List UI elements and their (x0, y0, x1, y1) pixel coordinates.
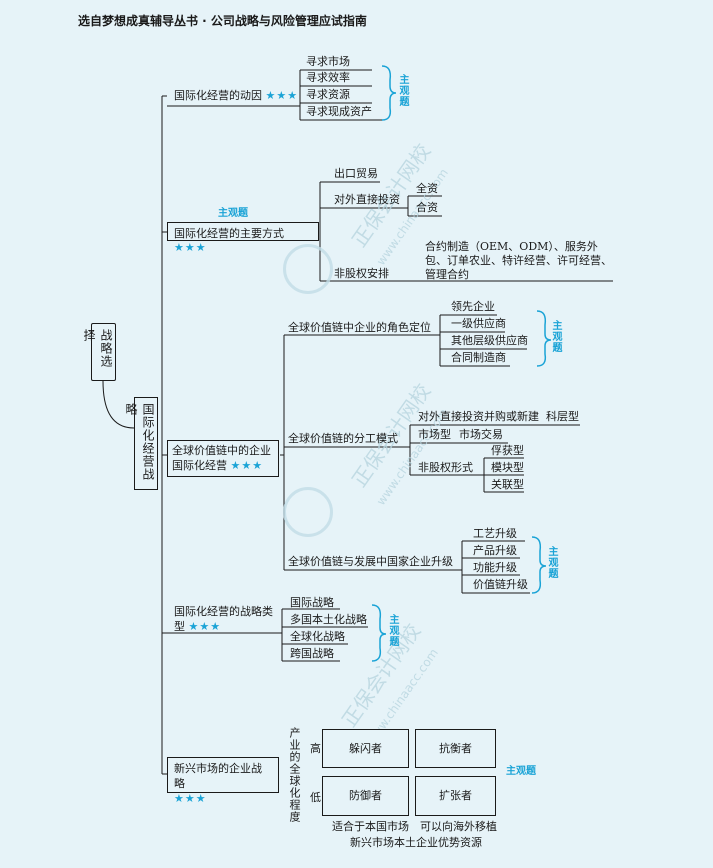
axis-high: 高 (310, 742, 321, 755)
axis-left-label: 适合于本国市场 (332, 820, 409, 833)
upgrade-item: 产品升级 (473, 544, 517, 557)
axis-label-vertical: 产业的全球化程度 (288, 727, 301, 823)
matrix-cell: 躲闪者 (322, 729, 409, 768)
role-item: 合同制造商 (451, 351, 506, 364)
motives-title: 国际化经营的动因 ★★★ (174, 89, 299, 102)
watermark-logo (283, 244, 333, 294)
type-item: 多国本土化战略 (290, 613, 367, 626)
role-item: 一级供应商 (451, 317, 506, 330)
gvc-upgrade: 全球价值链与发展中国家企业升级 (288, 555, 453, 568)
gvc-title: 全球价值链中的企业 国际化经营 ★★★ (167, 440, 279, 477)
mode-nonequity: 非股权安排 (334, 267, 389, 280)
axis-low: 低 (310, 791, 321, 804)
nonequity-desc: 合约制造（OEM、ODM）、服务外包、订单农业、特许经营、许可经营、管理合约 (425, 240, 612, 281)
type-item: 全球化战略 (290, 630, 345, 643)
matrix-cell: 抗衡者 (415, 729, 496, 768)
fdi-item: 全资 (416, 182, 438, 195)
page-header: 选自梦想成真辅导丛书 · 公司战略与风险管理应试指南 (78, 14, 367, 28)
motive-item: 寻求效率 (306, 71, 350, 84)
key-label: 主观题 (397, 74, 408, 107)
motive-item: 寻求现成资产 (306, 105, 372, 118)
modes-title: 国际化经营的主要方式 ★★★ (167, 222, 319, 254)
key-label: 主观题 (546, 546, 557, 579)
upgrade-item: 价值链升级 (473, 578, 528, 591)
nonequity-item: 关联型 (491, 478, 524, 491)
root-node: 战略选择 (82, 323, 116, 381)
emerging-title: 新兴市场的企业战略 ★★★ (167, 757, 279, 805)
nonequity-item: 模块型 (491, 461, 524, 474)
axis-right-label: 可以向海外移植 (420, 820, 497, 833)
gvc-division: 全球价值链的分工模式 (288, 432, 398, 445)
fdi-item: 合资 (416, 201, 438, 214)
upgrade-item: 工艺升级 (473, 527, 517, 540)
upgrade-item: 功能升级 (473, 561, 517, 574)
division-nonequity: 非股权形式 (418, 461, 473, 474)
key-label: 主观题 (218, 208, 248, 219)
matrix-cell: 防御者 (322, 776, 409, 816)
motive-item: 寻求资源 (306, 88, 350, 101)
matrix-cell: 扩张者 (415, 776, 496, 816)
division-fdi: 对外直接投资并购或新建 (418, 410, 539, 423)
nonequity-item: 俘获型 (491, 444, 524, 457)
key-label: 主观题 (506, 766, 536, 777)
role-item: 其他层级供应商 (451, 334, 528, 347)
division-market-type: 市场交易 (459, 428, 503, 441)
type-item: 国际战略 (290, 596, 334, 609)
motive-item: 寻求市场 (306, 55, 350, 68)
division-market: 市场型 (418, 428, 451, 441)
role-item: 领先企业 (451, 300, 495, 313)
mode-fdi: 对外直接投资 (334, 193, 400, 206)
key-label: 主观题 (550, 320, 561, 353)
types-title: 国际化经营的战略类 型 ★★★ (174, 605, 273, 633)
level1-node: 国际化经营战略 (124, 397, 158, 490)
axis-title-horizontal: 新兴市场本土企业优势资源 (350, 836, 482, 849)
type-item: 跨国战略 (290, 647, 334, 660)
watermark-logo (283, 487, 333, 537)
gvc-role: 全球价值链中企业的角色定位 (288, 321, 431, 334)
division-fdi-type: 科层型 (546, 410, 579, 423)
mode-export: 出口贸易 (334, 167, 378, 180)
key-label: 主观题 (387, 614, 398, 647)
